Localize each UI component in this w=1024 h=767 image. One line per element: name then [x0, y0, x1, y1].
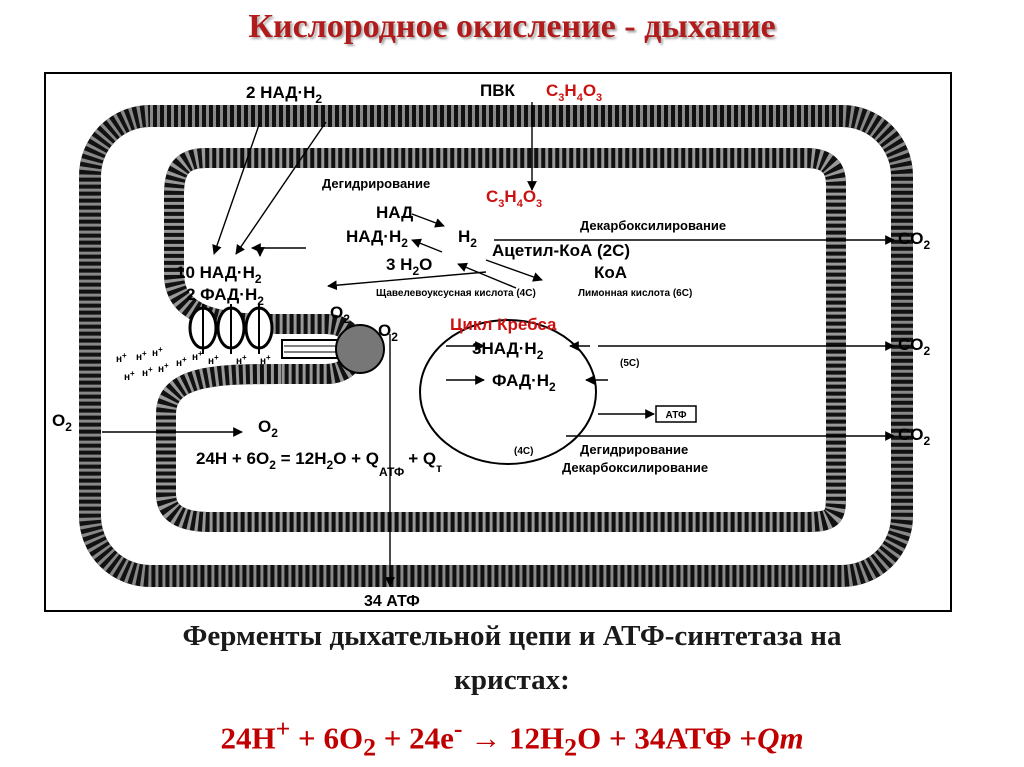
o2-right-label: O [378, 321, 391, 340]
svg-text:10 НАД·Н2: 10 НАД·Н2 [176, 263, 262, 286]
co2-label-1: CO [898, 229, 924, 248]
c5-label: (5С) [620, 358, 639, 369]
o2-inner-label: O [258, 417, 271, 436]
svg-text:н+: н+ [152, 345, 163, 359]
dehydration-bottom-label: Дегидрирование [580, 442, 688, 457]
oxaloacetic-label: Щавелевоуксусная кислота (4С) [376, 288, 536, 299]
svg-text:н+: н+ [208, 353, 219, 367]
respiration-equation: 24Н + 6O2 = 12Н2O + QАТФ+ Qт [196, 449, 442, 479]
atp-synthase-icon [190, 304, 272, 354]
atf34-label: 34 АТФ [364, 593, 420, 610]
nadh2-10-label: 10 НАД·Н [176, 263, 255, 282]
c4-label: (4С) [514, 446, 533, 457]
svg-text:н+: н+ [176, 355, 187, 369]
summary-equation: 24Н+ + 6O2 + 24e- → 12Н2О + 34АТФ +Qm [0, 714, 1024, 763]
slide-title: Кислородное окисление - дыхание [0, 8, 1024, 46]
svg-text:н+: н+ [142, 365, 153, 379]
water-label: 3 Н [386, 255, 412, 274]
nadh2-mid-label: НАД·Н [346, 227, 401, 246]
coa-label: КоА [594, 263, 627, 282]
citric-label: Лимонная кислота (6С) [578, 288, 692, 299]
co2-label-2: CO [898, 335, 924, 354]
caption-line-2: кристах: [0, 664, 1024, 697]
h2-label: Н [458, 227, 470, 246]
krebs-cycle-label: Цикл Кребса [450, 315, 557, 334]
nad-label: НАД [376, 203, 413, 222]
svg-text:2 НАД·Н2: 2 НАД·Н2 [246, 83, 322, 106]
svg-text:н+: н+ [124, 369, 135, 383]
svg-text:н+: н+ [192, 349, 203, 363]
mitochondrion-diagram: АТФ 2 НАД·Н2 ПВК C3H4O3 Дегидрирование C… [44, 72, 952, 612]
o2-membrane-label: O [330, 303, 343, 322]
o2-left-label: O [52, 411, 65, 430]
svg-text:н+: н+ [136, 349, 147, 363]
decarboxylation-top-label: Декарбоксилирование [580, 218, 726, 233]
dehydration-top-label: Дегидрирование [322, 176, 430, 191]
decarboxylation-bottom-label: Декарбоксилирование [562, 460, 708, 475]
nadh2-3-label: 3НАД·Н [472, 339, 537, 358]
svg-text:н+: н+ [116, 351, 127, 365]
nadh2-top-label: 2 НАД·Н [246, 83, 315, 102]
c3h4o3-top-formula: C3H4O3 [546, 81, 602, 104]
co2-label-3: CO [898, 425, 924, 444]
svg-text:O2: O2 [258, 417, 278, 440]
svg-text:н+: н+ [158, 361, 169, 375]
caption-line-1: Ферменты дыхательной цепи и АТФ-синтетаз… [0, 620, 1024, 653]
acetyl-coa-label: Ацетил-КоА (2С) [492, 241, 630, 260]
pvk-label: ПВК [480, 81, 515, 100]
fadh2-2-label: 2 ФАД·Н [186, 285, 257, 304]
atf-box-label: АТФ [666, 410, 687, 421]
svg-text:O2: O2 [52, 411, 72, 434]
fadh2-label: ФАД·Н [492, 371, 549, 390]
